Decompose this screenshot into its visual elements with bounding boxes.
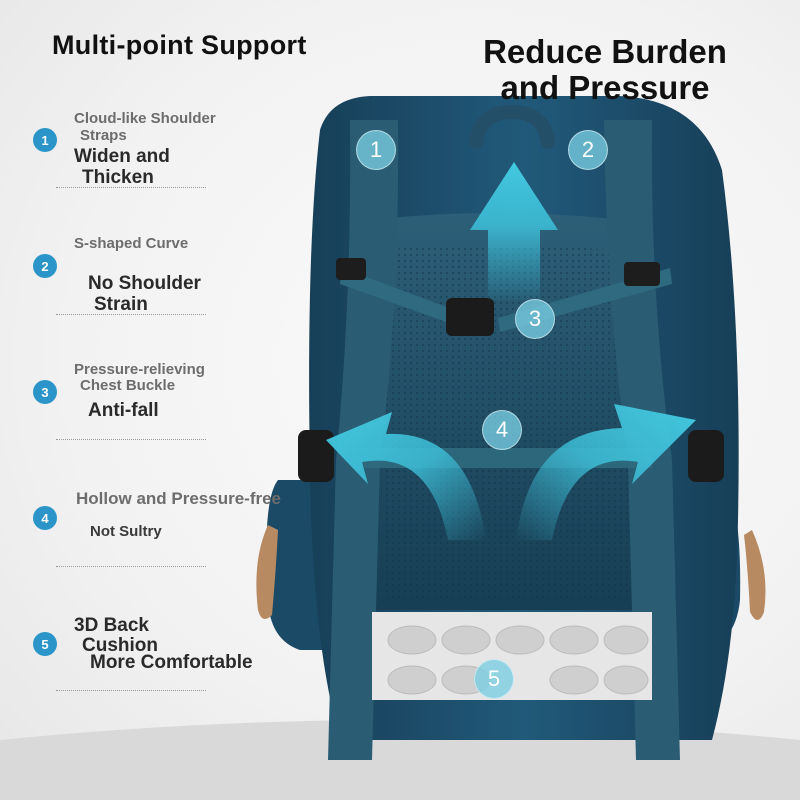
feature-1-subtitle-line1: Cloud-like Shoulder [74,110,216,127]
feature-5-title-line2: Cushion [82,635,158,656]
feature-2-divider [56,314,206,315]
feature-1-divider [56,187,206,188]
left-arrow [326,412,486,540]
feature-2-title-line2: Strain [94,294,148,315]
feature-4-divider [56,566,206,567]
feature-2-badge: 2 [33,254,57,278]
feature-2-title-line1: No Shoulder [88,273,201,294]
marker-1: 1 [356,130,396,170]
feature-5-badge: 5 [33,632,57,656]
feature-1-title-line1: Widen and [74,146,170,167]
marker-4: 4 [482,410,522,450]
feature-3-badge: 3 [33,380,57,404]
feature-1-title-line2: Thicken [82,167,154,188]
strap-adjuster-right [624,262,660,286]
feature-3-subtitle-line2: Chest Buckle [80,377,176,394]
feature-4-badge: 4 [33,506,57,530]
right-title-line2: and Pressure [500,69,710,106]
top-handle [469,104,555,149]
left-title: Multi-point Support [52,30,307,60]
right-title: Reduce Burden and Pressure [450,34,760,106]
feature-4-subtitle-line1: Hollow and Pressure-free [76,489,282,508]
feature-1-subtitle-line2: Straps [80,127,127,144]
up-arrow [470,162,558,300]
marker-2: 2 [568,130,608,170]
feature-5-title-line3: More Comfortable [90,652,253,673]
chest-strap-left [340,268,476,332]
feature-5-title-line1: 3D Back [74,615,149,636]
right-arrow [516,404,696,540]
right-zipper-pull [744,530,766,620]
feature-4-title-line1: Not Sultry [90,523,162,540]
right-title-line1: Reduce Burden [483,33,727,70]
waist-clip-right [688,430,724,482]
left-zipper-pull [256,525,278,619]
marker-5: 5 [474,659,514,699]
feature-3-divider [56,439,206,440]
strap-adjuster-left [336,258,366,280]
feature-5-divider [56,690,206,691]
feature-3-title-line1: Anti-fall [88,400,159,421]
chest-buckle [446,298,494,336]
marker-3: 3 [515,299,555,339]
waist-clip-left [298,430,334,482]
feature-3-subtitle-line1: Pressure-relieving [74,361,205,378]
feature-2-subtitle-line1: S-shaped Curve [74,235,189,252]
feature-1-badge: 1 [33,128,57,152]
